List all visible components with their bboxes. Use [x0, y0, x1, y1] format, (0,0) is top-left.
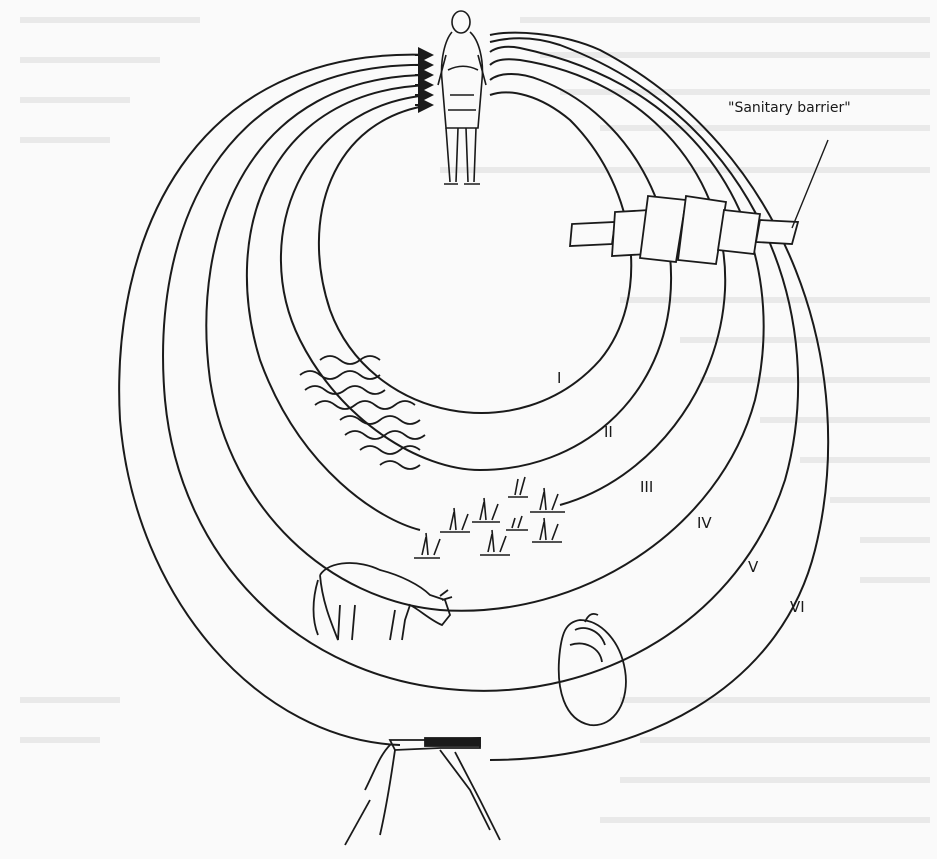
- route-vi-path: [119, 33, 828, 760]
- arrows-into-person: [415, 55, 432, 105]
- route-iv-label: IV: [697, 514, 712, 532]
- person-icon: [438, 11, 486, 184]
- dropper-icon: [345, 738, 500, 845]
- route-i-label: I: [557, 369, 561, 387]
- route-vi-label: VI: [790, 598, 805, 616]
- route-v-label: V: [748, 558, 759, 576]
- barrier-label: "Sanitary barrier": [728, 100, 851, 116]
- route-iii-label: III: [640, 478, 653, 496]
- route-ii-label: II: [604, 423, 613, 441]
- route-v-path: [163, 38, 798, 691]
- barrier-label-leader: [792, 140, 828, 228]
- grass-tufts-icon: [414, 477, 565, 558]
- snail-icon: [559, 614, 626, 725]
- route-iv-path: [206, 47, 763, 611]
